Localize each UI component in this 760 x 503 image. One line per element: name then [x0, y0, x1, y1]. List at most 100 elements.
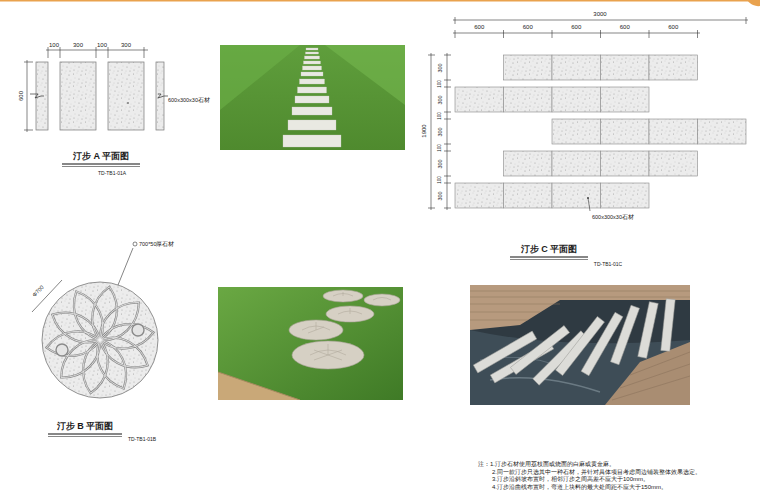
photo-lawn-path-part-part	[292, 107, 332, 115]
photo-lotus-stones-part-part	[310, 344, 346, 360]
plan-c-part	[504, 87, 553, 112]
photo-lawn-path-part-part	[306, 48, 318, 50]
dimension-label: 100	[97, 42, 107, 49]
dimension-label: 600	[18, 91, 25, 101]
photo-lotus-stones-part-part	[326, 306, 374, 322]
photo-lotus-stones-part-part	[373, 298, 391, 301]
material-label: 600x300x30石材	[592, 214, 634, 220]
plan-a-part	[108, 62, 144, 130]
dimension-lines-c-part	[444, 151, 451, 152]
leader-line-part	[588, 198, 590, 211]
plan-a-part	[60, 62, 96, 130]
dimension-lines-c-part	[447, 53, 448, 210]
dimension-label: 600	[620, 24, 630, 31]
title-underline-part	[510, 256, 588, 257]
sheet-border-part	[0, 0, 748, 2]
note-line: 2.同一款汀步只选其中一种石材，并针对具体项目考虑周边铺装整体效果选定。	[492, 468, 701, 475]
dimension-label: 300	[437, 191, 443, 200]
note-line: 3.汀步沿斜坡布置时，相邻汀步之间高差不应大于100mm。	[492, 476, 649, 483]
photo-lotus-stones-part-part	[292, 341, 364, 369]
dimension-lines-c-part	[649, 30, 650, 38]
leader-line-part	[118, 248, 133, 285]
photo-lotus-stones	[218, 287, 403, 400]
plan-b-lotus-part-part	[45, 328, 102, 359]
photo-lotus-stones-part	[289, 290, 400, 369]
plan-c-part	[552, 87, 601, 112]
dimension-lines-c-part	[453, 33, 700, 34]
dimension-lines-c-part	[455, 30, 456, 38]
plan-b-lotus-part-part	[89, 335, 134, 394]
sheet-border-part	[748, 0, 760, 6]
photo-water-stones-part	[612, 352, 690, 400]
plan-b-lotus	[42, 282, 158, 398]
photo-lawn-path-part-part	[305, 56, 320, 59]
dimension-lines-c-part	[444, 55, 451, 56]
dimension-label: 100	[438, 112, 443, 120]
photo-water-stones-part-part	[470, 297, 690, 298]
plan-c-part	[601, 55, 650, 80]
dimension-lines-a-part	[96, 47, 97, 58]
plan-c-part	[504, 151, 553, 176]
plan-b-lotus-part	[56, 344, 68, 356]
photo-water-stones-part	[490, 378, 600, 392]
plan-b-lotus-part-part	[88, 285, 121, 342]
drawing-title: 汀步 A 平面图	[73, 152, 129, 162]
note-line: 注：1.汀步石材使用荔枝面或烧面的白麻或黄金麻。	[478, 461, 615, 468]
dimension-lines-a-part	[46, 50, 148, 51]
dimension-lines-c-part	[444, 144, 451, 145]
dimension-lines-a-part	[24, 130, 33, 131]
plan-b-lotus-part	[132, 324, 144, 336]
material-label: 700*50厚石材	[139, 241, 174, 247]
dimension-lines-c-part	[428, 208, 435, 209]
plan-c-part	[601, 183, 650, 208]
photo-lotus-stones-part-part	[338, 308, 362, 314]
plan-a-part	[156, 62, 164, 130]
photo-water-stones-part-part	[611, 305, 640, 364]
sheet-border	[0, 0, 760, 6]
title-underline	[510, 257, 588, 260]
title-underline-part	[510, 259, 588, 260]
leader-line	[32, 242, 137, 312]
photo-water-stones-part-part	[470, 291, 690, 292]
dimension-label: 600	[571, 24, 581, 31]
plan-c-part	[601, 119, 650, 144]
dimension-label: 600	[668, 24, 678, 31]
dimension-lines-c-part	[444, 183, 451, 184]
dimension-lines-c-part	[444, 208, 451, 209]
photo-lawn-path-part	[325, 45, 405, 105]
photo-water-stones-part-part	[470, 320, 528, 321]
plan-b-lotus-part-part	[66, 286, 111, 345]
dimension-label: 100	[438, 80, 443, 88]
plan-a	[30, 62, 168, 130]
photo-lawn-path-part-part	[300, 79, 325, 84]
dimension-lines-a	[24, 47, 148, 132]
photo-water-stones	[470, 285, 690, 405]
plan-c-part	[649, 119, 698, 144]
photo-lawn-path-part-part	[306, 52, 319, 54]
plan-b-lotus-part-part	[47, 304, 106, 351]
photo-water-stones-part-part	[612, 376, 690, 400]
drawing-title: 汀步 C 平面图	[521, 245, 578, 255]
photo-lotus-stones-part-part	[323, 290, 363, 302]
leader-line	[587, 197, 590, 211]
plan-b-lotus-part	[42, 282, 158, 398]
plan-b-lotus-part-part	[98, 321, 155, 352]
dimension-lines-c-part	[455, 17, 456, 24]
dimension-label: 300	[437, 159, 443, 168]
dimension-label: 300	[437, 63, 443, 72]
plan-c-part	[649, 55, 698, 80]
dimension-lines-c-part	[444, 80, 451, 81]
photo-lawn-path-part-part	[283, 135, 341, 147]
photo-lotus-stones-part-part	[289, 320, 343, 340]
plan-c-part	[698, 119, 747, 144]
dimension-label: 1900	[421, 124, 428, 137]
plan-b-lotus-part-part	[47, 304, 106, 351]
photo-lotus-stones-part	[218, 372, 300, 400]
dimension-lines-a-part	[27, 60, 28, 132]
plan-a-part	[30, 94, 44, 98]
dimension-lines-c	[428, 17, 748, 210]
dimension-label: 300	[121, 42, 131, 49]
photo-lotus-stones-part-part	[333, 292, 353, 296]
